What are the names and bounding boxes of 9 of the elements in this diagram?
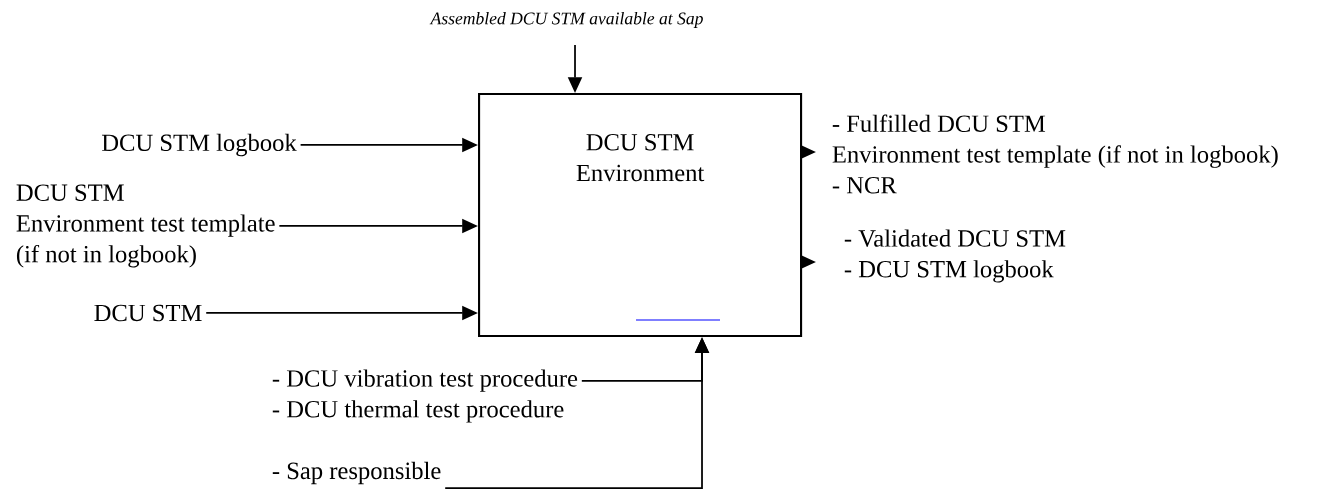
process-box: DCU STM Environment: [478, 93, 803, 338]
flow-label: - Fulfilled DCU STM Environment test template (if not in logbook) - NCR: [832, 114, 1278, 194]
flow-label: - Sap responsible: [272, 461, 441, 485]
flow-label: DCU STM: [94, 304, 202, 322]
flow-label: DCU STM logbook: [102, 133, 297, 157]
flow-label: DCU STM Environment test template (if not in logbook): [16, 184, 275, 268]
flow-label: - DCU vibration test procedure - DCU thermal test procedure: [272, 369, 578, 423]
flow-label: - Validated DCU STM - DCU STM logbook: [844, 229, 1066, 283]
flow-label: Assembled DCU STM available at Sap: [429, 12, 703, 28]
